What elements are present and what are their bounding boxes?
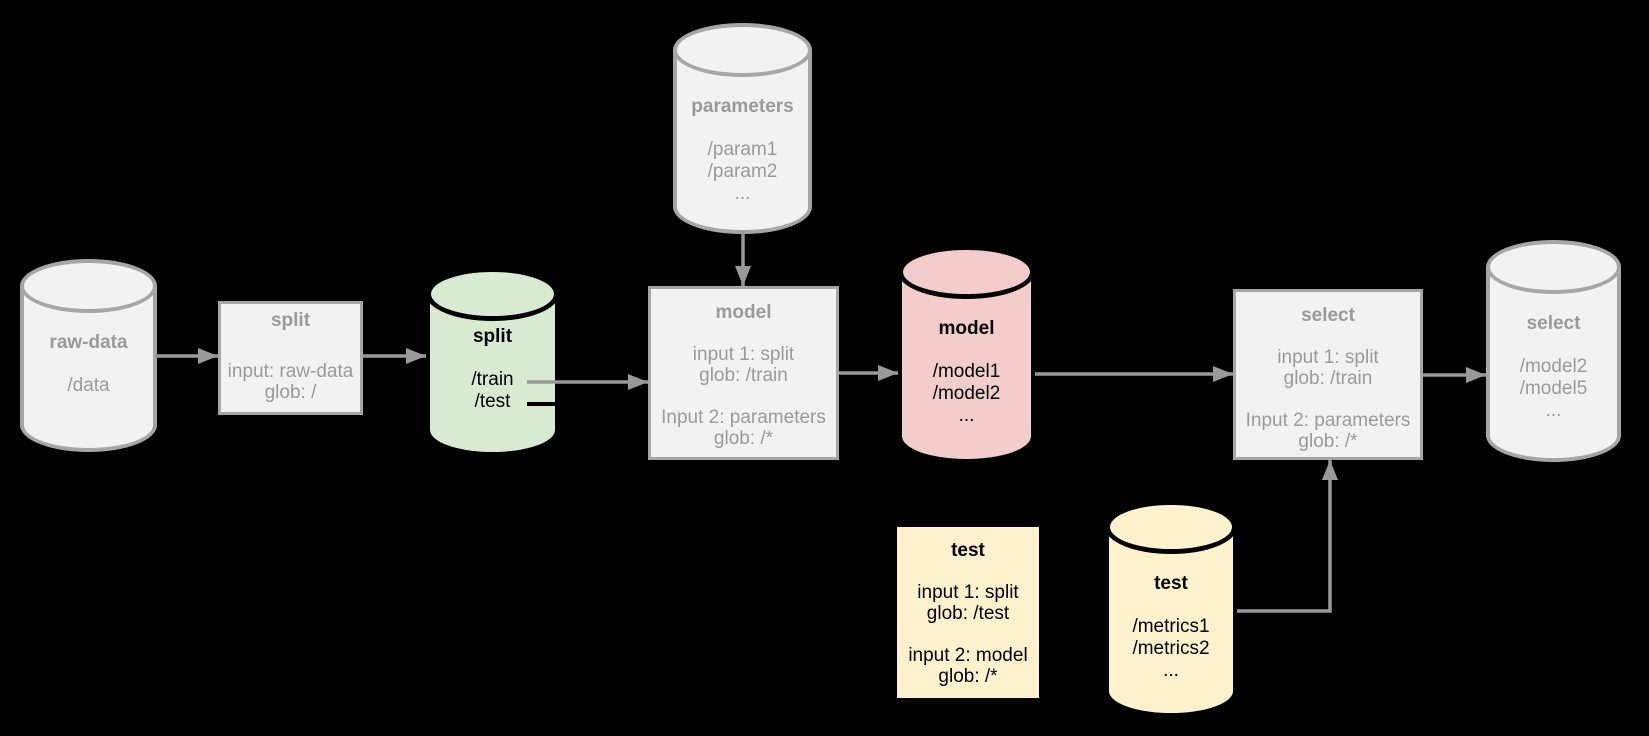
- stage-input: Input 2: parameters: [1245, 410, 1411, 431]
- test-datastore: test /metrics1 /metrics2 ...: [1105, 500, 1237, 717]
- stage-glob: glob: /*: [713, 428, 774, 449]
- cylinder-body: [673, 50, 812, 234]
- datastore-path: /param2: [707, 161, 778, 182]
- cylinder-text: parameters /param1 /param2 ...: [673, 23, 812, 234]
- stage-glob: glob: /*: [1298, 431, 1358, 452]
- cylinder-text: select /model2 /model5 ...: [1486, 240, 1621, 462]
- cylinder-body: [898, 272, 1035, 463]
- split-datastore: split /train /test: [426, 267, 559, 456]
- stage-input-group: Input 2: parameters glob: /*: [651, 407, 836, 449]
- raw-data-datastore: raw-data /data: [20, 259, 157, 452]
- parameters-datastore: parameters /param1 /param2 ...: [673, 23, 812, 234]
- cylinder-text: model /model1 /model2 ...: [898, 245, 1035, 463]
- cylinder-top-ellipse: [898, 245, 1035, 299]
- datastore-path: /test: [474, 391, 511, 412]
- stage-input-group: Input 2: parameters glob: /*: [1236, 410, 1420, 452]
- stage-title: model: [715, 302, 772, 323]
- stage-text: split input: raw-data glob: /: [221, 304, 360, 403]
- datastore-title: raw-data: [49, 332, 128, 353]
- cylinder-top-ellipse: [1486, 240, 1621, 294]
- cylinder-body: [20, 286, 157, 452]
- test-stage: test input 1: split glob: /test input 2:…: [897, 527, 1039, 698]
- cylinder-top-ellipse: [426, 267, 559, 321]
- stage-input: input 1: split: [1277, 347, 1379, 368]
- stage-input: input: raw-data: [227, 361, 354, 382]
- arrow-test-store-to-select-stage: [1237, 460, 1338, 613]
- datastore-title: select: [1526, 313, 1581, 334]
- datastore-title: model: [938, 318, 995, 339]
- cylinder-text: raw-data /data: [20, 259, 157, 452]
- stage-glob: glob: /*: [938, 666, 998, 687]
- stage-text: test input 1: split glob: /test input 2:…: [897, 527, 1039, 687]
- stage-glob: glob: /train: [699, 365, 788, 386]
- model-stage: model input 1: split glob: /train Input …: [648, 286, 839, 460]
- datastore-ellipsis: ...: [958, 405, 975, 426]
- datastore-title: test: [1154, 573, 1188, 594]
- stage-text: select input 1: split glob: /train Input…: [1236, 292, 1420, 452]
- stage-title: select: [1301, 305, 1355, 326]
- datastore-ellipsis: ...: [734, 183, 751, 204]
- cylinder-body: [1105, 527, 1237, 717]
- stage-glob: glob: /train: [1283, 368, 1373, 389]
- stage-input-group: input 1: split glob: /train: [651, 344, 836, 386]
- stage-title: split: [270, 310, 311, 331]
- stage-text: model input 1: split glob: /train Input …: [651, 289, 836, 449]
- cylinder-top-ellipse: [1105, 500, 1237, 554]
- datastore-path: /metrics2: [1132, 638, 1210, 659]
- stage-input: Input 2: parameters: [661, 407, 826, 428]
- datastore-path: /data: [67, 375, 110, 396]
- stage-input: input 1: split: [692, 344, 795, 365]
- datastore-path: /model5: [1519, 378, 1588, 399]
- cylinder-top-ellipse: [673, 23, 812, 77]
- datastore-path: /param1: [707, 139, 778, 160]
- datastore-ellipsis: ...: [1163, 660, 1179, 681]
- stage-glob: glob: /: [264, 382, 317, 403]
- select-datastore: select /model2 /model5 ...: [1486, 240, 1621, 462]
- datastore-title: parameters: [691, 96, 794, 117]
- datastore-ellipsis: ...: [1545, 400, 1562, 421]
- cylinder-top-ellipse: [20, 259, 157, 313]
- stage-input: input 1: split: [917, 582, 1019, 603]
- datastore-path: /model1: [932, 361, 1001, 382]
- stage-input-group: input 1: split glob: /test: [897, 582, 1039, 624]
- stage-input: input 2: model: [908, 645, 1028, 666]
- select-stage: select input 1: split glob: /train Input…: [1233, 289, 1423, 460]
- cylinder-text: test /metrics1 /metrics2 ...: [1105, 500, 1237, 717]
- cylinder-body: [426, 294, 559, 456]
- stage-title: test: [951, 540, 985, 561]
- datastore-path: /train: [471, 369, 514, 390]
- datastore-title: split: [472, 326, 513, 347]
- split-stage: split input: raw-data glob: /: [218, 301, 363, 415]
- datastore-path: /metrics1: [1132, 616, 1210, 637]
- stage-input-group: input 1: split glob: /train: [1236, 347, 1420, 389]
- datastore-path: /model2: [932, 383, 1001, 404]
- datastore-path: /model2: [1519, 356, 1588, 377]
- cylinder-body: [1486, 267, 1621, 462]
- stage-input-group: input 2: model glob: /*: [897, 645, 1039, 687]
- cylinder-text: split /train /test: [426, 267, 559, 456]
- stage-glob: glob: /test: [926, 603, 1010, 624]
- model-datastore: model /model1 /model2 ...: [898, 245, 1035, 463]
- stage-input-group: input: raw-data glob: /: [221, 361, 360, 403]
